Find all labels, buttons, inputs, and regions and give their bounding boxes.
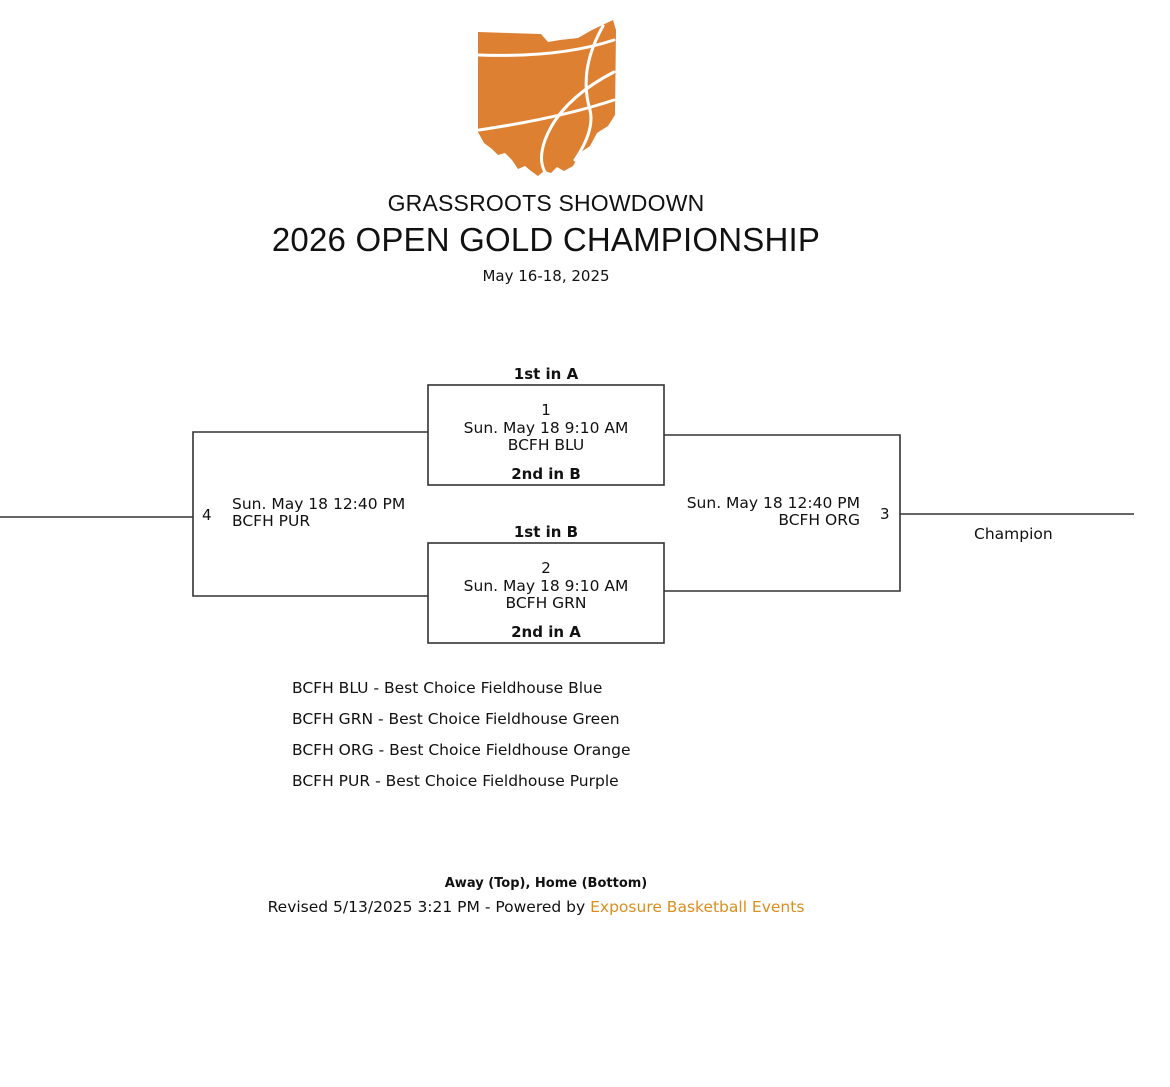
legend-item: BCFH ORG - Best Choice Fieldhouse Orange	[292, 741, 631, 759]
game2-bottom-seed: 2nd in A	[511, 623, 581, 641]
ohio-basketball-logo-icon	[477, 20, 616, 176]
legend-item: BCFH PUR - Best Choice Fieldhouse Purple	[292, 772, 619, 790]
right-bracket-line	[664, 434, 901, 592]
game1-number: 1	[541, 401, 551, 419]
revision-line: Revised 5/13/2025 3:21 PM - Powered by E…	[0, 898, 1072, 916]
game2-court: BCFH GRN	[505, 594, 587, 612]
game1-top-seed: 1st in A	[513, 365, 579, 383]
game1-time: Sun. May 18 9:10 AM	[463, 419, 629, 437]
revision-text: Revised 5/13/2025 3:21 PM - Powered by	[267, 898, 591, 916]
game4-number: 4	[202, 506, 212, 524]
game2-box	[427, 542, 665, 644]
game2-time: Sun. May 18 9:10 AM	[463, 577, 629, 595]
game4-time: Sun. May 18 12:40 PM	[232, 495, 406, 513]
champion-label: Champion	[974, 525, 1053, 543]
legend-item: BCFH BLU - Best Choice Fieldhouse Blue	[292, 679, 603, 697]
game4-court: BCFH PUR	[232, 512, 311, 530]
organizer-title: GRASSROOTS SHOWDOWN	[387, 190, 705, 216]
legend-item: BCFH GRN - Best Choice Fieldhouse Green	[292, 710, 620, 728]
game3-time: Sun. May 18 12:40 PM	[686, 494, 860, 512]
exposure-events-link[interactable]: Exposure Basketball Events	[590, 898, 805, 916]
game3-court: BCFH ORG	[778, 511, 860, 529]
left-bracket-line	[192, 431, 428, 597]
game2-top-seed: 1st in B	[513, 523, 579, 541]
home-away-note: Away (Top), Home (Bottom)	[444, 876, 648, 891]
event-dates: May 16-18, 2025	[482, 267, 610, 285]
game2-number: 2	[541, 559, 551, 577]
game3-number: 3	[880, 505, 890, 523]
game1-bottom-seed: 2nd in B	[511, 465, 581, 483]
event-title: 2026 OPEN GOLD CHAMPIONSHIP	[271, 221, 821, 258]
game1-court: BCFH BLU	[507, 436, 585, 454]
